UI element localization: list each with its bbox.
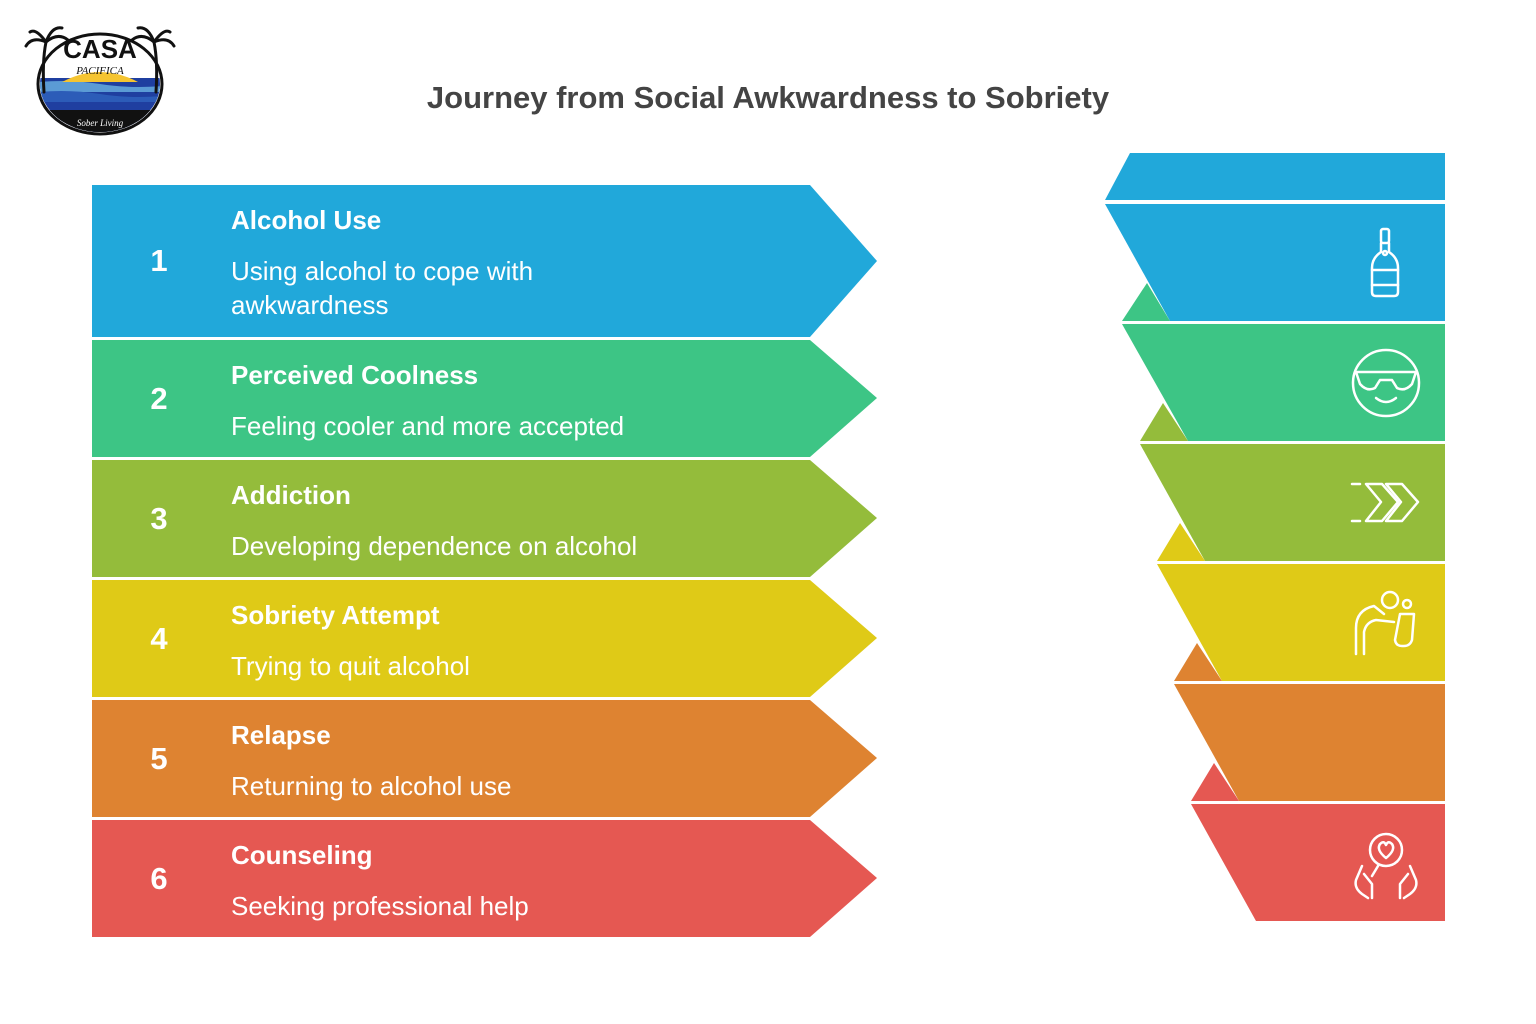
person-declining-drink-icon bbox=[1354, 590, 1416, 656]
step-5-arrow bbox=[92, 700, 877, 817]
step-4: 4 Sobriety Attempt Trying to quit alcoho… bbox=[92, 580, 882, 697]
stair-step-1 bbox=[1105, 204, 1445, 321]
stair-step-2 bbox=[1122, 324, 1445, 441]
step-6-arrow bbox=[92, 820, 877, 937]
stair-cap bbox=[1105, 153, 1445, 200]
stair-step-3 bbox=[1140, 444, 1445, 561]
double-chevron-forward-icon bbox=[1350, 482, 1420, 523]
step-title: Sobriety Attempt bbox=[231, 600, 440, 630]
step-1: 1 Alcohol Use Using alcohol to cope with… bbox=[92, 185, 882, 337]
stair-notch-4 bbox=[1157, 523, 1205, 561]
logo-name-top: CASA bbox=[63, 34, 137, 64]
step-5: 5 Relapse Returning to alcohol use bbox=[92, 700, 882, 817]
step-6: 6 Counseling Seeking professional help bbox=[92, 820, 882, 937]
stair-notch-2 bbox=[1122, 283, 1170, 321]
stair-notch-6 bbox=[1191, 763, 1239, 801]
step-number: 1 bbox=[150, 243, 168, 278]
stair-notch-3 bbox=[1140, 403, 1188, 441]
step-description: Returning to alcohol use bbox=[231, 771, 512, 801]
casa-pacifica-logo: CASA PACIFICA Sober Living bbox=[24, 26, 176, 136]
cool-face-sunglasses-icon bbox=[1351, 348, 1421, 418]
step-2: 2 Perceived Coolness Feeling cooler and … bbox=[92, 340, 882, 457]
step-3-arrow bbox=[92, 460, 877, 577]
step-number: 3 bbox=[150, 501, 168, 536]
step-title: Addiction bbox=[231, 480, 351, 510]
step-number: 2 bbox=[150, 381, 168, 416]
step-description: Trying to quit alcohol bbox=[231, 651, 470, 681]
step-title: Perceived Coolness bbox=[231, 360, 479, 390]
step-number: 4 bbox=[150, 621, 168, 656]
step-description: Developing dependence on alcohol bbox=[231, 531, 638, 561]
stair-step-5 bbox=[1174, 684, 1445, 801]
stair-step-4 bbox=[1157, 564, 1445, 681]
step-3: 3 Addiction Developing dependence on alc… bbox=[92, 460, 882, 577]
step-title: Counseling bbox=[231, 840, 373, 870]
staircase-graphic bbox=[1105, 153, 1445, 921]
hands-heart-care-icon bbox=[1354, 832, 1418, 900]
step-1-arrow bbox=[92, 185, 877, 337]
step-title: Relapse bbox=[231, 720, 331, 750]
step-2-arrow bbox=[92, 340, 877, 457]
step-number: 5 bbox=[150, 741, 168, 776]
diagram-title: Journey from Social Awkwardness to Sobri… bbox=[426, 80, 1110, 115]
stair-step-6 bbox=[1191, 804, 1445, 921]
stair-notch-5 bbox=[1174, 643, 1222, 681]
wine-bottle-icon bbox=[1370, 227, 1400, 298]
step-description: Using alcohol to cope with awkwardness bbox=[231, 256, 534, 320]
logo-name-bottom: PACIFICA bbox=[75, 65, 124, 77]
step-description: Feeling cooler and more accepted bbox=[231, 411, 625, 441]
step-number: 6 bbox=[150, 861, 168, 896]
step-4-arrow bbox=[92, 580, 877, 697]
step-description: Seeking professional help bbox=[231, 891, 529, 921]
logo-tagline: Sober Living bbox=[77, 118, 124, 128]
step-title: Alcohol Use bbox=[231, 205, 382, 235]
